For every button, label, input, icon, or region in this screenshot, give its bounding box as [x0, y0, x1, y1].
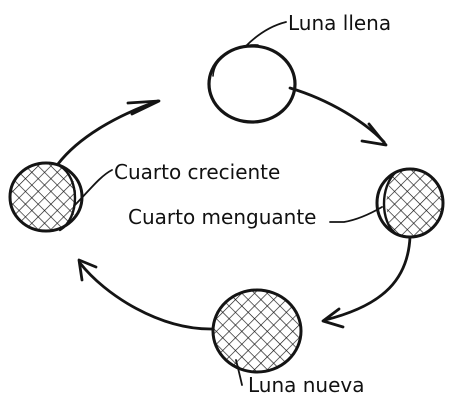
first-quarter-moon [8, 161, 84, 233]
new-moon-label: Luna nueva [248, 373, 365, 397]
last-quarter-leader-line [329, 206, 383, 223]
full-moon [207, 44, 297, 124]
first-quarter-label: Cuarto creciente [114, 160, 281, 184]
full-moon-leader-line [245, 21, 287, 47]
full-moon-label: Luna llena [288, 11, 392, 35]
last-quarter-moon [375, 167, 445, 239]
arrow-last-quarter-to-new [321, 235, 412, 329]
new-moon [211, 288, 303, 374]
first-quarter-leader-line [73, 169, 113, 207]
last-quarter-label: Cuarto menguante [128, 205, 317, 229]
arrow-full-to-last-quarter [288, 86, 388, 147]
arrow-new-to-first-quarter [77, 258, 215, 331]
arrow-first-quarter-to-full [56, 99, 161, 166]
new-moon-leader-line [235, 359, 243, 386]
